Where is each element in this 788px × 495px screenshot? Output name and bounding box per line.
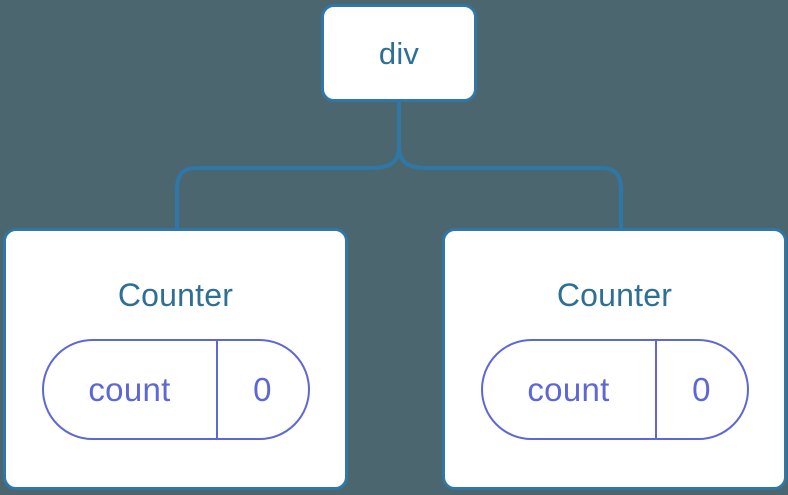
state-key-cell-right: count bbox=[483, 341, 657, 438]
state-value-label-right: 0 bbox=[692, 371, 711, 408]
node-counter-left[interactable]: Counter count 0 bbox=[3, 228, 348, 490]
node-counter-right[interactable]: Counter count 0 bbox=[442, 228, 787, 490]
state-key-label-left: count bbox=[88, 371, 171, 408]
node-div-label: div bbox=[378, 35, 420, 71]
state-value-label-left: 0 bbox=[253, 371, 272, 408]
state-pill-left[interactable]: count 0 bbox=[41, 339, 310, 440]
state-value-cell-right: 0 bbox=[657, 341, 747, 438]
state-value-cell-left: 0 bbox=[218, 341, 308, 438]
connector-branch-left bbox=[175, 145, 401, 228]
node-div[interactable]: div bbox=[321, 4, 477, 102]
node-counter-left-label: Counter bbox=[117, 277, 234, 313]
state-key-cell-left: count bbox=[44, 341, 218, 438]
state-key-label-right: count bbox=[527, 371, 610, 408]
state-pill-right[interactable]: count 0 bbox=[480, 339, 749, 440]
connector-branch-right bbox=[397, 145, 623, 228]
node-counter-right-label: Counter bbox=[556, 277, 673, 313]
